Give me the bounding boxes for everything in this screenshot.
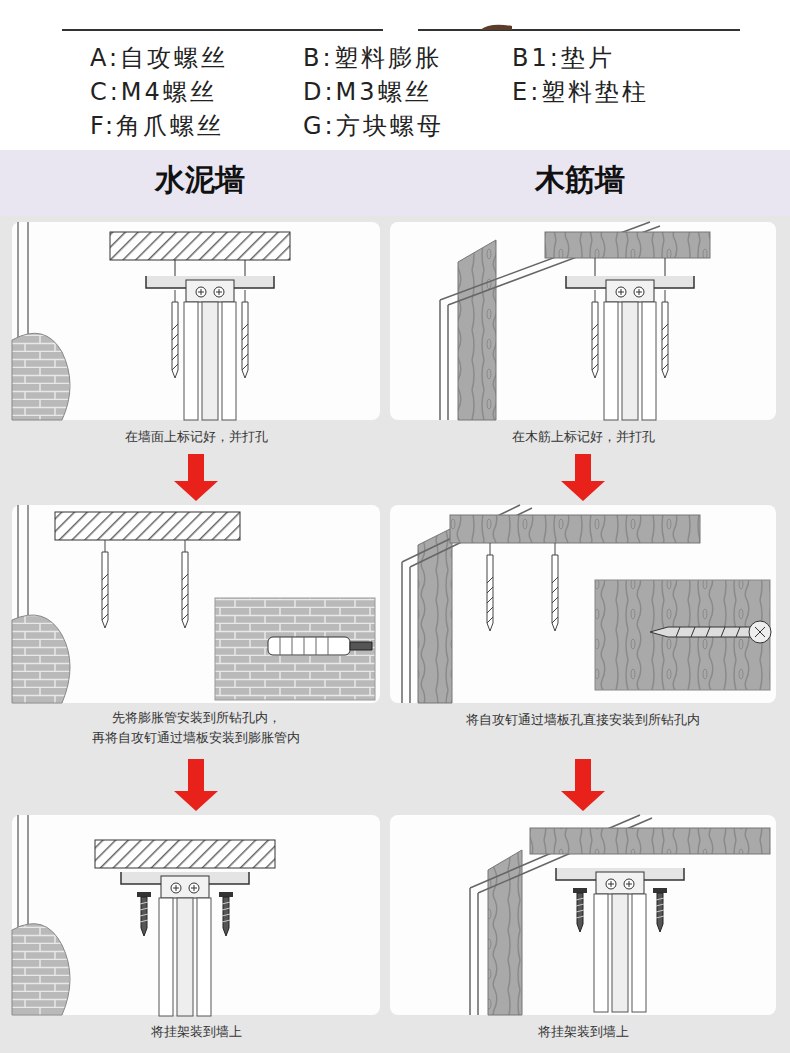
- panels: [12, 222, 776, 1015]
- drawing-part: [480, 25, 512, 30]
- drawing-part: [12, 815, 380, 1015]
- column-heading: 木筋墙: [470, 160, 690, 201]
- column-heading: 水泥墙: [90, 160, 310, 201]
- drawing-part: [175, 260, 245, 276]
- top-ground: [0, 0, 790, 150]
- drawing-part: [12, 333, 70, 420]
- step-panel: 在墙面上标记好，并打孔: [12, 222, 380, 450]
- part-label: G:方块螺母: [303, 110, 444, 142]
- step-panel: 将挂架装到墙上: [12, 815, 380, 1047]
- part-label: A:自攻螺丝: [90, 42, 228, 74]
- concrete-step-3: [12, 815, 275, 1016]
- drawing-part: [62, 29, 383, 31]
- drawing-part: [350, 642, 372, 650]
- drawing-part: [12, 505, 380, 703]
- part-label: F:角爪螺丝: [90, 110, 224, 142]
- drawing-part: [556, 868, 684, 1012]
- drawing-part: [676, 627, 740, 637]
- drawing-part: [595, 580, 770, 690]
- drawing-part: [653, 888, 667, 932]
- drawing-part: [749, 621, 771, 643]
- drawing-part: [530, 828, 770, 854]
- step-panel: 将自攻钉通过墙板孔直接安装到所钻孔内: [390, 505, 776, 755]
- part-label: B:塑料膨胀: [303, 42, 442, 74]
- drawing-part: [650, 627, 752, 637]
- wood-step-3: [470, 815, 770, 1015]
- step-arrow: [174, 759, 218, 811]
- drawing-part: [458, 240, 496, 420]
- step-caption: 先将膨胀管安装到所钻孔内， 再将自攻钉通过墙板安装到膨胀管内: [18, 708, 374, 748]
- drawing-part: [121, 872, 249, 1016]
- drawing-part: [102, 540, 108, 628]
- drawing-part: [662, 290, 668, 378]
- concrete-step-1: [12, 222, 290, 420]
- step-panel: 先将膨胀管安装到所钻孔内， 再将自攻钉通过墙板安装到膨胀管内: [12, 505, 380, 755]
- step-caption: 将挂架装到墙上: [18, 1022, 374, 1042]
- drawing-part: [390, 815, 776, 1015]
- step-caption: 将自攻钉通过墙板孔直接安装到所钻孔内: [396, 710, 770, 730]
- drawing-part: [545, 232, 710, 258]
- drawing-part: [552, 543, 558, 631]
- drawing-part: [418, 29, 740, 31]
- step-caption: 将挂架装到墙上: [396, 1022, 770, 1042]
- step-arrow: [174, 454, 218, 501]
- step-panel: 将挂架装到墙上: [390, 815, 776, 1047]
- drawing-part: [280, 637, 328, 655]
- header-band: 水泥墙 木筋墙: [0, 150, 790, 216]
- step-arrow: [561, 454, 605, 501]
- step-caption: 在木筋上标记好，并打孔: [396, 427, 770, 447]
- drawing-part: [146, 276, 274, 420]
- part-label: D:M3螺丝: [303, 76, 432, 108]
- wood-step-1: [440, 222, 710, 420]
- drawing-part: [573, 888, 587, 932]
- drawing-part: [215, 598, 375, 700]
- drawing-part: [268, 637, 350, 655]
- step-arrow: [561, 759, 605, 811]
- part-label: C:M4螺丝: [90, 76, 217, 108]
- drawing-part: [137, 892, 151, 936]
- part-label: E:塑料垫柱: [512, 76, 649, 108]
- drawing-part: [55, 512, 240, 540]
- drawing-part: [219, 892, 233, 936]
- drawing-part: [595, 258, 665, 276]
- part-label: B1:垫片: [512, 42, 615, 74]
- drawing-part: [592, 290, 598, 378]
- step-panel: 在木筋上标记好，并打孔: [390, 222, 776, 450]
- concrete-step-2: [12, 505, 375, 703]
- drawing-part: [487, 543, 493, 631]
- drawing-part: [242, 290, 248, 378]
- drawing-part: [172, 290, 178, 378]
- drawing-part: [110, 232, 290, 260]
- drawing-part: [12, 222, 380, 420]
- drawing-part: [390, 505, 776, 703]
- drawing-part: [390, 222, 776, 420]
- drawing-part: [182, 540, 188, 628]
- drawing-part: [12, 924, 70, 1015]
- wood-step-2: [402, 505, 771, 703]
- drawing-part: [566, 276, 694, 420]
- drawing-part: [450, 515, 700, 543]
- step-caption: 在墙面上标记好，并打孔: [18, 427, 374, 447]
- drawing-part: [12, 615, 70, 703]
- drawing-part: [95, 840, 275, 868]
- drawing-part: [488, 850, 522, 1015]
- drawing-part: [755, 627, 765, 637]
